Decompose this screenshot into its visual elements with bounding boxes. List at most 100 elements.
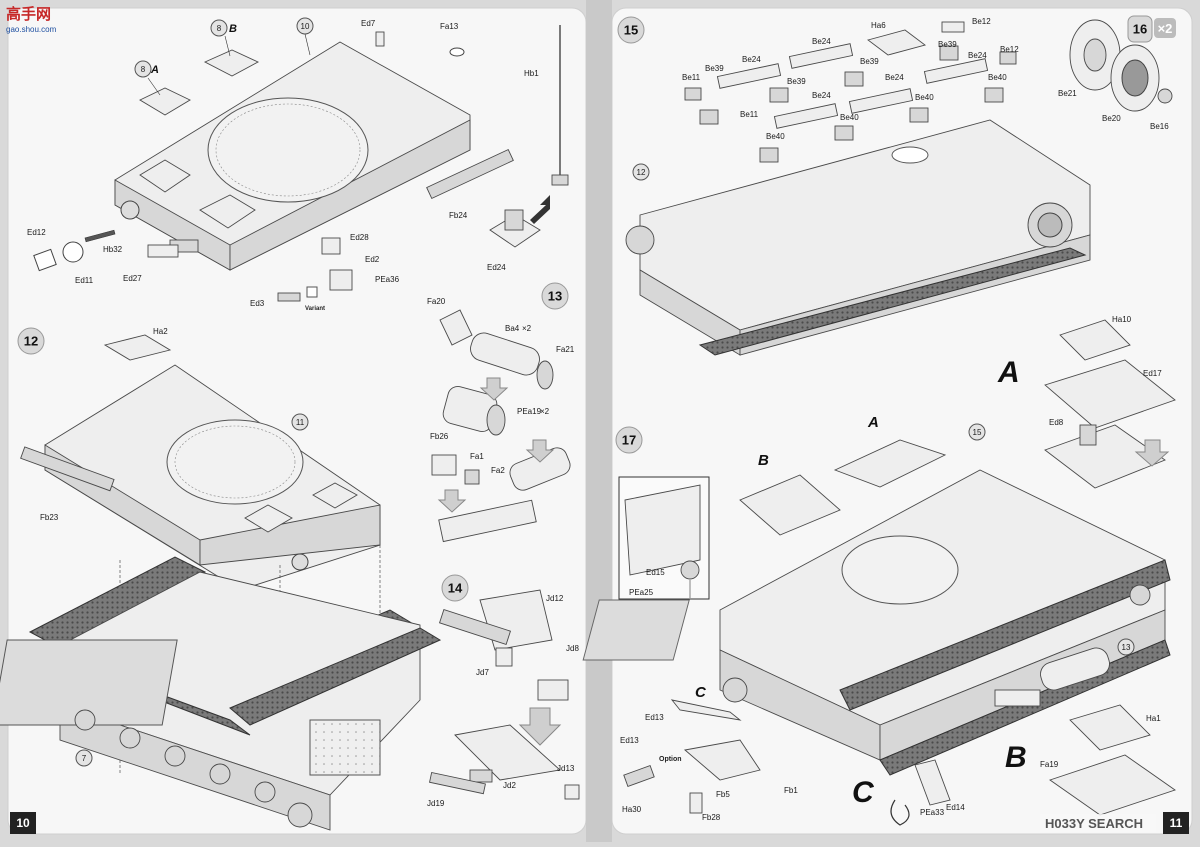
label-pea19: PEa19 [517, 407, 542, 416]
mount-arrow [530, 195, 550, 224]
label-fa19: Fa19 [1040, 760, 1059, 769]
hatch-plate-a [833, 439, 947, 488]
watermark-right: H033Y SEARCH [1045, 816, 1143, 831]
callout-15 [968, 423, 986, 441]
label-fb1: Fb1 [784, 786, 798, 795]
label-ed15: Ed15 [646, 568, 665, 577]
label-be39-1: Be39 [705, 64, 724, 73]
label-be40-1: Be40 [988, 73, 1007, 82]
part-ha2 [103, 334, 172, 361]
label-option: Option [659, 756, 682, 763]
label-be24-2: Be24 [812, 37, 831, 46]
label-jd2: Jd2 [503, 781, 516, 790]
label-fb26: Fb26 [430, 432, 449, 441]
callout-8a-num: 8 [141, 65, 146, 74]
label-ed28: Ed28 [350, 233, 369, 242]
part-ed27 [147, 244, 179, 258]
hull-upper-frame [44, 364, 381, 591]
label-ba4-mult: ×2 [522, 324, 532, 333]
tow-cable-bracket [623, 699, 951, 826]
exhaust-side-view [994, 647, 1110, 707]
label-jd19: Jd19 [427, 799, 445, 808]
part-ed12 [33, 248, 57, 272]
label-jd7: Jd7 [476, 668, 489, 677]
label-ed7: Ed7 [361, 19, 376, 28]
step-14-badge [441, 574, 469, 602]
variant-c-big: C [852, 776, 875, 809]
callout-13-right-num: 13 [1122, 643, 1131, 652]
label-be24-1: Be24 [742, 55, 761, 64]
label-be39-4: Be39 [860, 57, 879, 66]
label-ed8: Ed8 [1049, 418, 1064, 427]
step-12-badge [17, 327, 45, 355]
label-be24-4: Be24 [885, 73, 904, 82]
part-fb24 [426, 148, 514, 200]
hatch-8a [139, 87, 191, 116]
step-12-number: 12 [24, 334, 38, 349]
label-ed13-1: Ed13 [645, 713, 664, 722]
label-ha1: Ha1 [1146, 714, 1161, 723]
label-jd12: Jd12 [546, 594, 564, 603]
part-fb23 [20, 446, 115, 492]
part-ed7 [375, 31, 385, 47]
left-page-number-box [10, 812, 36, 834]
label-be39-3: Be39 [787, 77, 806, 86]
left-page-number: 10 [16, 816, 30, 830]
label-hb1: Hb1 [524, 69, 539, 78]
callout-8a-letter: A [150, 64, 159, 76]
label-pea19-mult: ×2 [540, 407, 550, 416]
label-ha6: Ha6 [871, 21, 886, 30]
grille-arrow [1134, 439, 1170, 467]
variant-b-small: B [758, 452, 769, 469]
label-fb5: Fb5 [716, 790, 730, 799]
callout-8b-num: 8 [217, 24, 222, 33]
label-be39-2: Be39 [938, 40, 957, 49]
callout-8b [210, 19, 228, 37]
right-page-number-box [1163, 812, 1189, 834]
step14-arrow [518, 707, 562, 746]
label-ha30: Ha30 [622, 805, 642, 814]
label-be11-2: Be11 [740, 110, 759, 119]
label-fa13: Fa13 [440, 22, 459, 31]
step-15-number: 15 [624, 23, 638, 38]
label-pea33: PEa33 [920, 808, 945, 817]
callout-12-right [632, 163, 650, 181]
label-fb24: Fb24 [449, 211, 468, 220]
callout-11 [291, 413, 309, 431]
label-be11-1: Be11 [682, 73, 701, 82]
label-ed27: Ed27 [123, 274, 142, 283]
part-hb32 [84, 229, 116, 243]
label-jd8: Jd8 [566, 644, 579, 653]
variant-b-big: B [1005, 741, 1027, 774]
label-ha10: Ha10 [1112, 315, 1132, 324]
idler-mount-assembly [429, 589, 580, 800]
engine-deck-grille-a [1044, 319, 1176, 489]
callout-7 [75, 749, 93, 767]
label-be24-5: Be24 [812, 91, 831, 100]
hatch-plate-b [739, 474, 841, 536]
exhaust-muffler-1 [439, 309, 554, 390]
step-15-badge [617, 16, 645, 44]
part-ed3 [277, 292, 301, 302]
right-page-number: 11 [1170, 816, 1183, 830]
callout-12-right-num: 12 [637, 168, 646, 177]
label-fb28: Fb28 [702, 813, 721, 822]
label-ed24: Ed24 [487, 263, 506, 272]
variant-box [306, 286, 318, 298]
label-fa21: Fa21 [556, 345, 575, 354]
variant-a-big: A [997, 356, 1020, 389]
label-pea25: PEa25 [629, 588, 654, 597]
label-ha2: Ha2 [153, 327, 168, 336]
label-fa1: Fa1 [470, 452, 484, 461]
hull-top-assembly [114, 41, 471, 271]
engine-deck-grille-b [1049, 704, 1176, 816]
hull-side-stowage [625, 119, 1091, 356]
step13-arrow-1 [479, 377, 509, 401]
label-be12-2: Be12 [1000, 45, 1019, 54]
callout-13-right [1117, 638, 1135, 656]
watermark-left-top: 高手网 [6, 5, 51, 23]
callout-8b-letter: B [229, 23, 237, 35]
label-be21: Be21 [1058, 89, 1077, 98]
step-16-number: 16 [1133, 22, 1147, 37]
